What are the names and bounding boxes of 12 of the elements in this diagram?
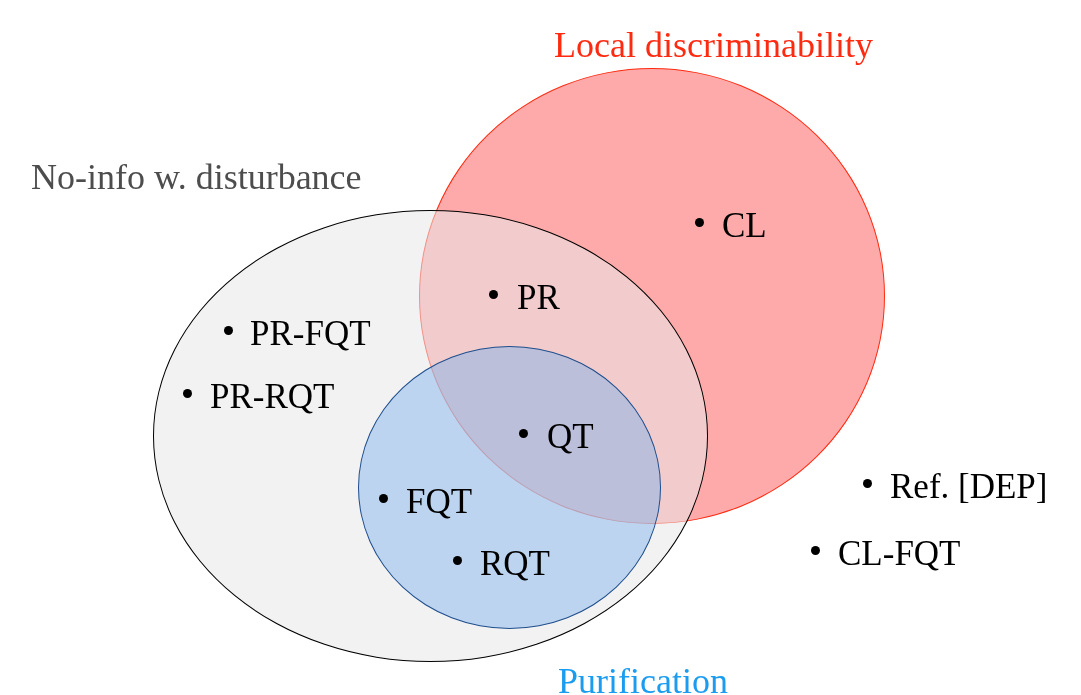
point-label: PR-FQT [250,316,371,351]
point-label: CL [722,208,767,243]
point-label: PR [517,280,560,315]
set-label: Purification [558,663,728,695]
point-label: FQT [406,484,473,519]
point-label: CL-FQT [838,536,961,571]
point-label: Ref. [DEP] [890,469,1048,504]
point-label: PR-RQT [210,379,335,414]
set-label: No-info w. disturbance [31,159,362,195]
point-label: RQT [480,546,550,581]
set-label: Local discriminability [554,27,873,63]
point-label: QT [547,419,594,454]
